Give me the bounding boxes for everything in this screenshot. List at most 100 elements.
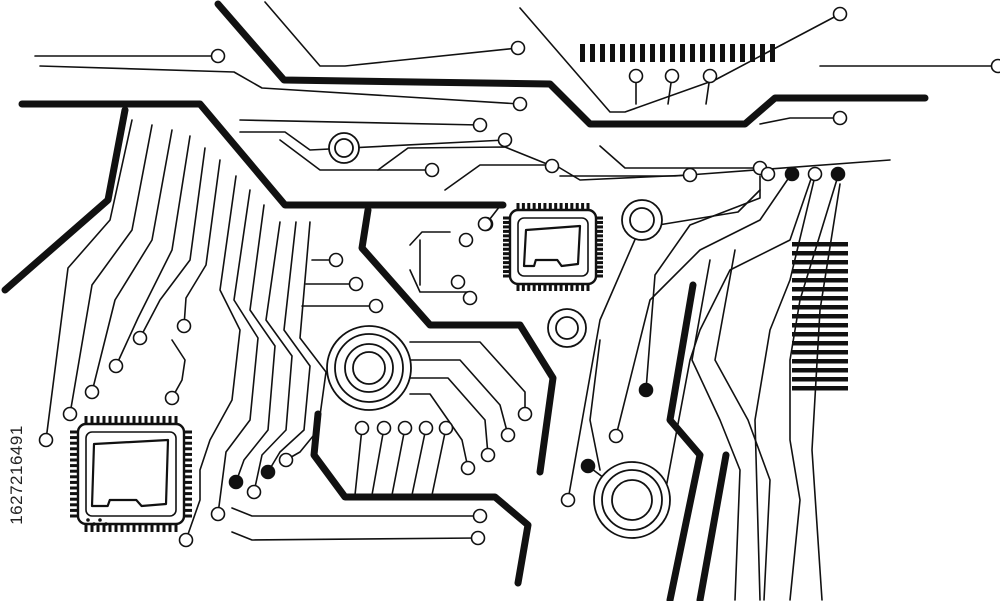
chip-pin xyxy=(596,229,603,233)
chip-pin xyxy=(516,203,520,210)
comb-tooth xyxy=(760,44,765,62)
chip-pin xyxy=(596,252,603,256)
comb-tooth xyxy=(740,44,745,62)
chip-pin xyxy=(503,220,510,224)
thin-trace xyxy=(231,531,479,541)
comb-tooth xyxy=(792,269,848,274)
comb-tooth xyxy=(660,44,665,62)
chip-pin xyxy=(596,261,603,265)
chip-body xyxy=(76,422,186,526)
solder-pad xyxy=(376,420,392,436)
chip-pin xyxy=(184,441,192,445)
comb-tooth xyxy=(792,359,848,364)
chip-pin xyxy=(120,416,124,424)
solder-pad xyxy=(500,427,516,443)
solder-pad xyxy=(176,318,192,334)
comb-tooth xyxy=(730,44,735,62)
thick-trace xyxy=(1,106,129,294)
filled-via xyxy=(830,166,846,182)
solder-pad xyxy=(760,166,776,182)
chip-pin xyxy=(70,497,78,501)
dot xyxy=(98,518,102,522)
chip-pin xyxy=(70,464,78,468)
chip-pin xyxy=(70,458,78,462)
chip-pin xyxy=(90,416,94,424)
connector-comb-right xyxy=(792,242,848,391)
chip-pin xyxy=(132,524,136,532)
chip-pin xyxy=(184,497,192,501)
chip-pin xyxy=(184,486,192,490)
chip-pin xyxy=(586,284,590,291)
chip-pin xyxy=(184,508,192,512)
comb-tooth xyxy=(710,44,715,62)
chip-inner-outline xyxy=(85,431,177,517)
comb-tooth xyxy=(770,44,775,62)
chip-pin xyxy=(503,216,510,220)
chip-pin xyxy=(596,238,603,242)
thin-trace xyxy=(759,117,841,125)
thin-trace xyxy=(645,175,761,391)
ring-pads xyxy=(326,132,671,539)
solder-pad xyxy=(470,530,486,546)
chip-pin xyxy=(596,265,603,269)
chip-pin xyxy=(596,216,603,220)
thin-trace xyxy=(377,146,553,171)
chip-pin xyxy=(596,234,603,238)
comb-tooth xyxy=(792,323,848,328)
chips xyxy=(70,203,603,532)
connector-comb-top xyxy=(580,44,775,105)
chip-pin xyxy=(184,464,192,468)
chip-pin xyxy=(138,416,142,424)
solder-pad xyxy=(472,508,488,524)
solder-pad xyxy=(460,460,476,476)
chip-pin xyxy=(596,247,603,251)
chip-pin xyxy=(84,416,88,424)
solder-pad xyxy=(832,110,848,126)
chip-pin xyxy=(532,203,536,210)
chip-pin xyxy=(575,203,579,210)
comb-tooth xyxy=(670,44,675,62)
chip-pin xyxy=(70,480,78,484)
chip-pin xyxy=(503,256,510,260)
thin-trace xyxy=(185,175,241,541)
solder-pad xyxy=(990,58,1000,74)
chip-pin xyxy=(596,220,603,224)
comb-tooth xyxy=(590,44,595,62)
solder-pad xyxy=(62,406,78,422)
ring-pad-small xyxy=(547,308,587,348)
chip-pin xyxy=(503,252,510,256)
chip-pin xyxy=(543,203,547,210)
chip-pin xyxy=(503,265,510,269)
chip-pin xyxy=(527,203,531,210)
comb-tooth xyxy=(680,44,685,62)
solder-pad xyxy=(418,420,434,436)
chip-pin xyxy=(184,452,192,456)
chip-pin xyxy=(70,514,78,518)
comb-tooth xyxy=(792,386,848,391)
solder-pad xyxy=(702,68,718,84)
thin-trace xyxy=(91,129,173,393)
comb-tooth xyxy=(792,251,848,256)
thick-trace xyxy=(666,281,704,601)
filled-via xyxy=(784,166,800,182)
solder-pad xyxy=(178,532,194,548)
solder-pad xyxy=(164,390,180,406)
solder-pad xyxy=(517,406,533,422)
solder-pad xyxy=(608,428,624,444)
solder-pad xyxy=(807,166,823,182)
chip-pin xyxy=(543,284,547,291)
solder-pad xyxy=(512,96,528,112)
thin-trace xyxy=(253,221,293,493)
chip-pin xyxy=(162,524,166,532)
thin-signal-traces xyxy=(34,1,999,601)
chip-pin xyxy=(156,416,160,424)
chip-pin xyxy=(548,284,552,291)
chip-marking-dots xyxy=(86,518,108,526)
comb-tooth xyxy=(640,44,645,62)
chip-die xyxy=(522,224,582,268)
chip-pin xyxy=(554,203,558,210)
comb-tooth xyxy=(720,44,725,62)
chip-pin xyxy=(184,492,192,496)
thin-trace xyxy=(411,427,427,496)
